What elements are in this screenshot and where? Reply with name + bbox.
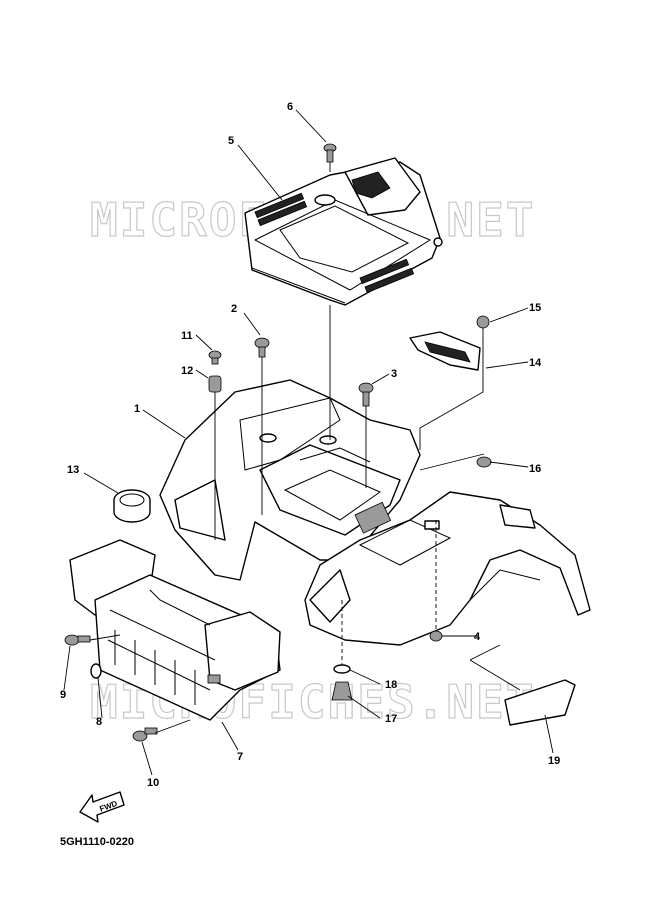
part-8-washer — [90, 663, 102, 679]
part-17-damper — [331, 681, 353, 701]
callout-17: 17 — [385, 713, 397, 725]
rear-fender-section — [304, 491, 591, 646]
callout-5: 5 — [228, 135, 234, 147]
part-15-screw — [476, 315, 490, 329]
part-14-bracket — [409, 331, 481, 371]
callout-1: 1 — [134, 403, 140, 415]
part-5-top-cover — [244, 157, 443, 306]
callout-16: 16 — [529, 463, 541, 475]
fwd-arrow: FWD — [79, 791, 125, 823]
callout-10: 10 — [147, 777, 159, 789]
part-11-bolt — [208, 350, 222, 365]
part-1-front-fender — [159, 379, 421, 581]
part-4-screw — [429, 630, 443, 642]
callout-7: 7 — [237, 751, 243, 763]
callout-11: 11 — [181, 330, 193, 342]
callout-8: 8 — [96, 716, 102, 728]
callout-13: 13 — [67, 464, 79, 476]
part-7-front-guard — [69, 539, 281, 721]
assembly-lines — [89, 162, 521, 734]
callout-18: 18 — [385, 679, 397, 691]
part-16-nut — [476, 456, 492, 468]
part-18-washer — [333, 664, 351, 674]
diagram-code: 5GH1110-0220 — [60, 836, 135, 848]
callout-19: 19 — [548, 755, 560, 767]
callout-leaders — [63, 109, 554, 776]
callout-6: 6 — [287, 101, 293, 113]
part-19-label — [504, 679, 576, 726]
part-3-bolt — [358, 382, 374, 407]
callout-labels: 6 5 2 11 12 1 3 15 14 16 13 4 18 17 19 9… — [60, 101, 560, 789]
part-2-bolt — [254, 337, 270, 358]
part-10-bolt — [132, 727, 158, 742]
part-9-bolt — [64, 634, 91, 646]
callout-14: 14 — [529, 357, 542, 369]
callout-9: 9 — [60, 689, 66, 701]
part-12-collar — [208, 375, 222, 393]
callout-4: 4 — [474, 631, 481, 643]
callout-15: 15 — [529, 302, 541, 314]
callout-12: 12 — [181, 365, 193, 377]
callout-2: 2 — [231, 303, 237, 315]
part-6-screw — [323, 143, 337, 163]
vent-slots-left — [254, 192, 308, 227]
callout-3: 3 — [391, 368, 397, 380]
vent-slots-right — [359, 258, 415, 294]
part-13-grommet — [113, 489, 151, 523]
